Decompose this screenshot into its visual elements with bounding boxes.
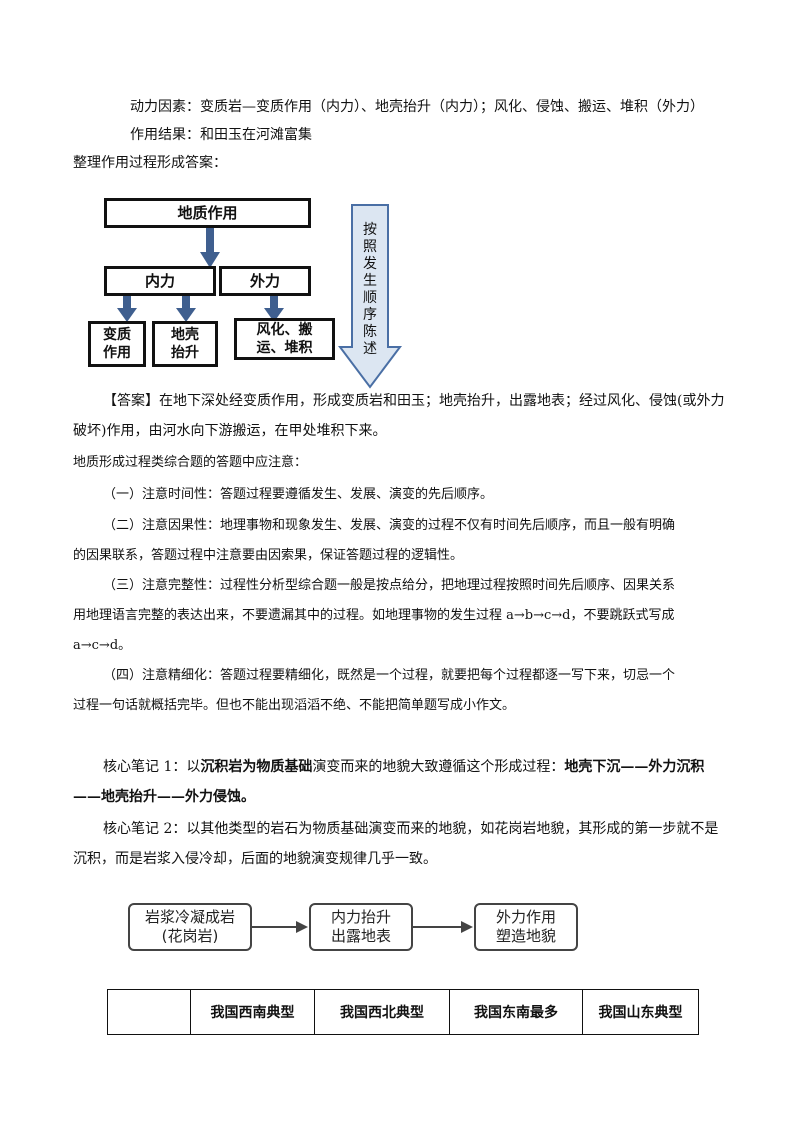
down-arrow-icon (200, 228, 220, 268)
geologic-action-box: 地质作用 (104, 198, 311, 228)
note-2-line-2: 的因果联系，答题过程中注意要由因索果，保证答题过程的逻辑性。 (73, 548, 464, 563)
core-note-1-line-2: ——地壳抬升——外力侵蚀。 (73, 789, 255, 805)
answer-line-1: 【答案】在地下深处经变质作用，形成变质岩和田玉；地壳抬升，出露地表；经过风化、侵… (103, 393, 725, 409)
down-arrow-icon (117, 296, 137, 322)
note-2-line-1: （二）注意因果性：地理事物和现象发生、发展、演变的过程不仅有时间先后顺序，而且一… (103, 518, 676, 533)
weathering-box: 风化、搬运、堆积 (234, 318, 335, 360)
outer-force-box: 外力 (219, 266, 311, 296)
down-arrow-icon (176, 296, 196, 322)
arrow-right-icon (413, 921, 473, 933)
metamorphism-box: 变质作用 (88, 321, 146, 367)
result-line: 作用结果：和田玉在河滩富集 (130, 127, 312, 143)
order-arrow-icon (338, 204, 402, 389)
crust-uplift-box: 地壳抬升 (152, 321, 218, 367)
down-arrow-icon (264, 296, 284, 322)
arrow-right-icon (252, 921, 308, 933)
note-3-line-2: 用地理语言完整的表达出来，不要遗漏其中的过程。如地理事物的发生过程 a→b→c→… (73, 608, 675, 623)
core-note-2-line-1: 核心笔记 2：以其他类型的岩石为物质基础演变而来的地貌，如花岗岩地貌，其形成的第… (103, 821, 719, 837)
region-table: 我国西南典型 我国西北典型 我国东南最多 我国山东典型 (107, 989, 699, 1035)
note-4-line-2: 过程一句话就概括完毕。但也不能出现滔滔不绝、不能把简单题写成小作文。 (73, 698, 516, 713)
organize-line: 整理作用过程形成答案： (73, 155, 227, 171)
core-note-2-line-2: 沉积，而是岩浆入侵冷却，后面的地貌演变规律几乎一致。 (73, 851, 437, 867)
table-header-shandong: 我国山东典型 (582, 989, 699, 1035)
table-header-southeast: 我国东南最多 (449, 989, 583, 1035)
table-row: 我国西南典型 我国西北典型 我国东南最多 我国山东典型 (107, 989, 699, 1035)
answer-line-2: 破坏)作用，由河水向下游搬运，在甲处堆积下来。 (73, 423, 387, 439)
flow-step-2: 内力抬升出露地表 (309, 903, 413, 951)
note-4-line-1: （四）注意精细化：答题过程要精细化，既然是一个过程，就要把每个过程都逐一写下来，… (103, 668, 676, 683)
table-header-empty (107, 989, 191, 1035)
flow-step-3: 外力作用塑造地貌 (474, 903, 578, 951)
inner-force-box: 内力 (104, 266, 216, 296)
table-header-northwest: 我国西北典型 (314, 989, 450, 1035)
notes-heading: 地质形成过程类综合题的答题中应注意： (73, 455, 308, 470)
order-arrow-label: 按照发生顺序陈述 (363, 222, 377, 357)
core-note-1-line-1: 核心笔记 1：以沉积岩为物质基础演变而来的地貌大致遵循这个形成过程：地壳下沉——… (103, 759, 705, 775)
note-1: （一）注意时间性：答题过程要遵循发生、发展、演变的先后顺序。 (103, 487, 494, 502)
flow-step-1: 岩浆冷凝成岩(花岗岩) (128, 903, 252, 951)
note-3-line-3: a→c→d。 (73, 638, 132, 653)
answer-tag: 【答案】 (103, 393, 159, 409)
table-header-southwest: 我国西南典型 (190, 989, 315, 1035)
note-3-line-1: （三）注意完整性：过程性分析型综合题一般是按点给分，把地理过程按照时间先后顺序、… (103, 578, 676, 593)
dynamics-line: 动力因素：变质岩—变质作用（内力）、地壳抬升（内力）；风化、侵蚀、搬运、堆积（外… (130, 99, 704, 115)
